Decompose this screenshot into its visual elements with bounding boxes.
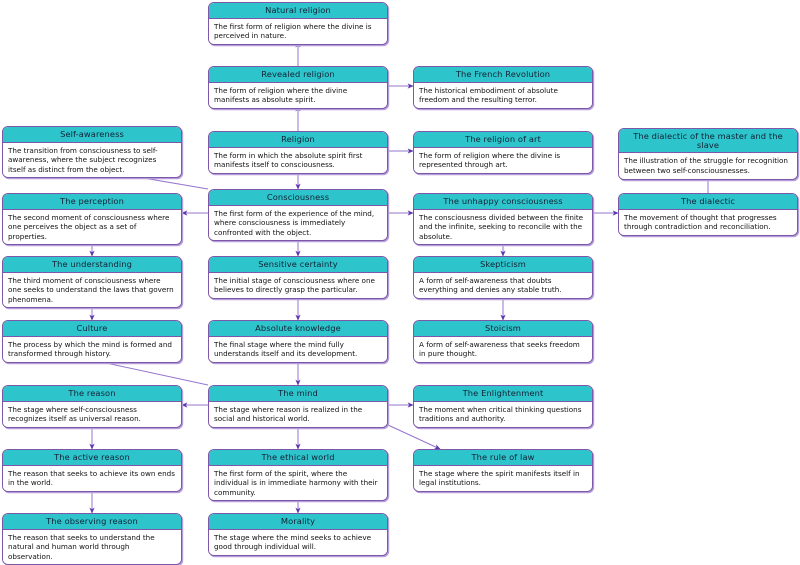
node-title: The understanding <box>3 257 181 273</box>
node-description: The process by which the mind is formed … <box>3 336 181 362</box>
node-title: Stoicism <box>414 321 592 337</box>
node-description: The third moment of consciousness where … <box>3 272 181 308</box>
node-description: The stage where the spirit manifests its… <box>414 465 592 491</box>
node-title: Culture <box>3 321 181 337</box>
node-title: The perception <box>3 194 181 210</box>
node-description: The initial stage of consciousness where… <box>209 272 387 298</box>
node-title: Morality <box>209 514 387 530</box>
node-description: The form in which the absolute spirit fi… <box>209 147 387 173</box>
node-title: The reason <box>3 386 181 402</box>
node-description: The moment when critical thinking questi… <box>414 401 592 427</box>
node-title: The mind <box>209 386 387 402</box>
node-title: Self-awareness <box>3 127 181 143</box>
node-title: The active reason <box>3 450 181 466</box>
node-description: The illustration of the struggle for rec… <box>619 153 797 179</box>
node-title: The observing reason <box>3 514 181 530</box>
node-description: The first form of religion where the div… <box>209 18 387 44</box>
node-title: The ethical world <box>209 450 387 466</box>
node-title: The religion of art <box>414 132 592 148</box>
edges <box>89 41 711 514</box>
node-description: The transition from consciousness to sel… <box>3 142 181 178</box>
edge-the-mind-to-culture <box>91 358 209 386</box>
node-description: A form of self-awareness that doubts eve… <box>414 272 592 298</box>
node-description: A form of self-awareness that seeks free… <box>414 336 592 362</box>
node-title: Religion <box>209 132 387 148</box>
node-description: The reason that seeks to achieve its own… <box>3 465 181 491</box>
edge-the-mind-to-the-rule-of-law <box>387 424 441 450</box>
node-the-dialectic-of-the-master-and-the-slave[interactable]: The dialectic of the master and the slav… <box>618 128 798 180</box>
node-title: The Enlightenment <box>414 386 592 402</box>
node-description: The first form of the experience of the … <box>209 205 387 241</box>
node-title: The rule of law <box>414 450 592 466</box>
node-description: The form of religion where the divine is… <box>414 147 592 173</box>
node-description: The stage where self-consciousness recog… <box>3 401 181 427</box>
node-title: The unhappy consciousness <box>414 194 592 210</box>
node-title: Natural religion <box>209 3 387 19</box>
node-title: Skepticism <box>414 257 592 273</box>
node-description: The first form of the spirit, where the … <box>209 465 387 501</box>
node-description: The stage where reason is realized in th… <box>209 401 387 427</box>
node-description: The reason that seeks to understand the … <box>3 529 181 565</box>
node-title: The French Revolution <box>414 67 592 83</box>
node-description: The second moment of consciousness where… <box>3 209 181 245</box>
node-description: The historical embodiment of absolute fr… <box>414 82 592 108</box>
node-title: Sensitive certainty <box>209 257 387 273</box>
node-title: Revealed religion <box>209 67 387 83</box>
node-description: The movement of thought that progresses … <box>619 209 797 235</box>
node-description: The form of religion where the divine ma… <box>209 82 387 108</box>
node-description: The consciousness divided between the fi… <box>414 209 592 245</box>
node-title: The dialectic of the master and the slav… <box>619 129 797 154</box>
node-description: The stage where the mind seeks to achiev… <box>209 529 387 555</box>
node-title: The dialectic <box>619 194 797 210</box>
node-title: Absolute knowledge <box>209 321 387 337</box>
node-description: The final stage where the mind fully und… <box>209 336 387 362</box>
node-title: Consciousness <box>209 190 387 206</box>
